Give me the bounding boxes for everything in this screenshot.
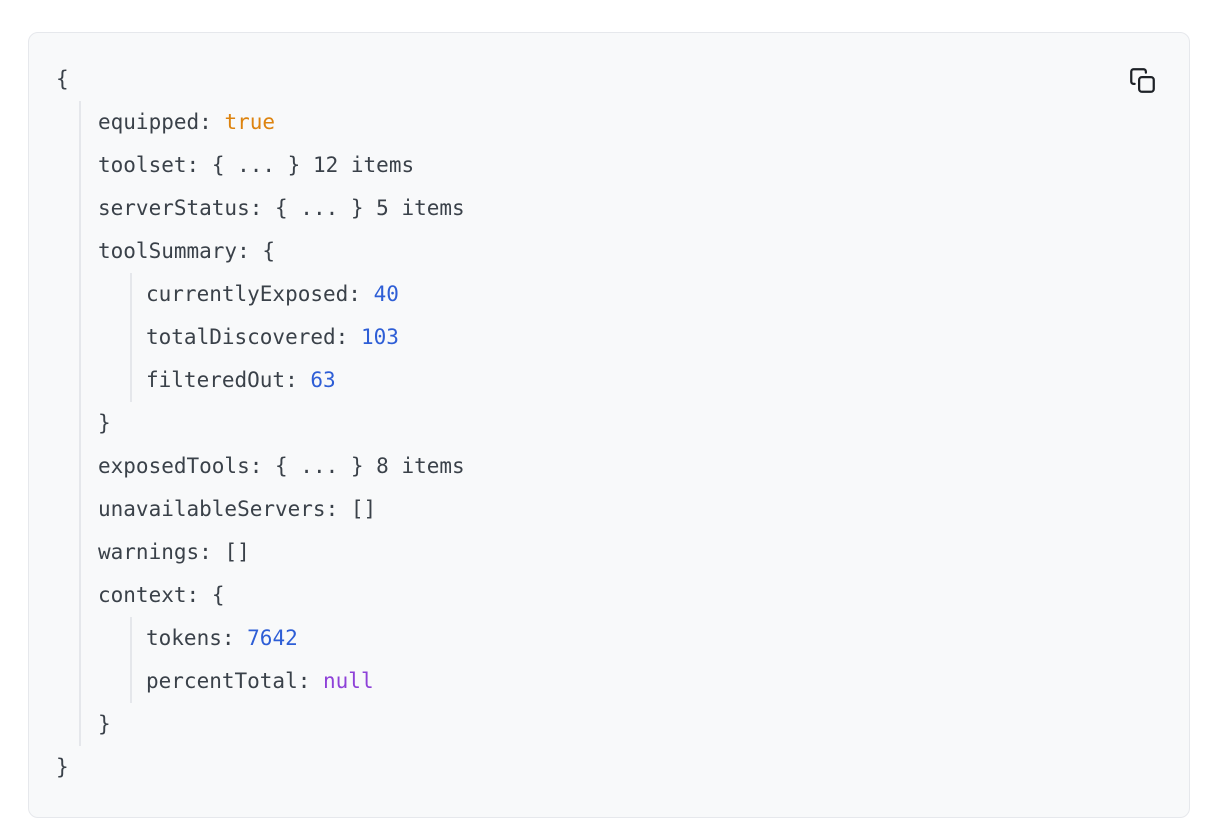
json-line: equipped: true — [98, 101, 1149, 144]
copy-button[interactable] — [1125, 63, 1159, 97]
json-line: percentTotal: null — [146, 660, 1149, 703]
json-value: 103 — [360, 325, 399, 349]
open-brace: { — [56, 67, 69, 91]
json-value: [] — [224, 540, 250, 564]
json-separator: : — [335, 325, 361, 349]
json-value: true — [224, 110, 276, 134]
json-key: toolSummary — [98, 239, 238, 263]
json-line: } — [56, 746, 1149, 789]
open-brace: { — [262, 239, 276, 263]
json-separator: : — [297, 669, 324, 693]
json-key: tokens — [146, 626, 222, 650]
json-value: 40 — [373, 282, 399, 306]
json-key: context — [98, 583, 187, 607]
json-line: warnings: [] — [98, 531, 1149, 574]
json-line: filteredOut: 63 — [146, 359, 1149, 402]
items-count: 12 items — [312, 153, 415, 177]
json-separator: : — [199, 110, 225, 134]
json-key: unavailableServers — [98, 497, 326, 521]
close-brace: } — [56, 755, 69, 779]
json-value: [] — [350, 497, 377, 521]
json-key: totalDiscovered — [146, 325, 336, 349]
close-brace: } — [98, 712, 111, 736]
json-key: filteredOut — [146, 368, 286, 392]
close-brace: } — [98, 411, 111, 435]
open-brace: { — [211, 583, 225, 607]
copy-icon — [1129, 67, 1155, 93]
json-line: toolSummary: { — [98, 230, 1149, 273]
json-key: toolset — [98, 153, 187, 177]
json-separator: : — [186, 583, 212, 607]
json-line: totalDiscovered: 103 — [146, 316, 1149, 359]
json-separator: : — [249, 454, 276, 478]
items-count: 8 items — [376, 454, 465, 478]
json-line: } — [98, 703, 1149, 746]
json-line: { — [56, 58, 1149, 101]
json-line: } — [98, 402, 1149, 445]
json-line: currentlyExposed: 40 — [146, 273, 1149, 316]
items-count: 5 items — [376, 196, 465, 220]
json-key: equipped — [98, 110, 200, 134]
json-key: currentlyExposed — [146, 282, 349, 306]
json-separator: : — [186, 153, 212, 177]
json-key: serverStatus — [98, 196, 250, 220]
json-separator: : — [348, 282, 374, 306]
json-separator: : — [325, 497, 351, 521]
collapsed-object-summary: { ... } — [275, 196, 377, 220]
json-key: warnings — [98, 540, 200, 564]
json-line: context: { — [98, 574, 1149, 617]
json-value: 7642 — [247, 626, 298, 650]
json-separator: : — [237, 239, 263, 263]
json-value: 63 — [310, 368, 336, 392]
collapsed-object-summary: { ... } — [275, 454, 377, 478]
json-separator: : — [221, 626, 248, 650]
json-key: percentTotal — [146, 669, 298, 693]
json-line-collapsed[interactable]: toolset: { ... } 12 items — [98, 144, 1149, 187]
json-value: null — [323, 669, 374, 693]
json-line: unavailableServers: [] — [98, 488, 1149, 531]
json-line: tokens: 7642 — [146, 617, 1149, 660]
json-separator: : — [249, 196, 276, 220]
json-line-collapsed[interactable]: serverStatus: { ... } 5 items — [98, 187, 1149, 230]
json-key: exposedTools — [98, 454, 250, 478]
collapsed-object-summary: { ... } — [211, 153, 313, 177]
json-separator: : — [199, 540, 225, 564]
json-separator: : — [285, 368, 311, 392]
json-line-collapsed[interactable]: exposedTools: { ... } 8 items — [98, 445, 1149, 488]
